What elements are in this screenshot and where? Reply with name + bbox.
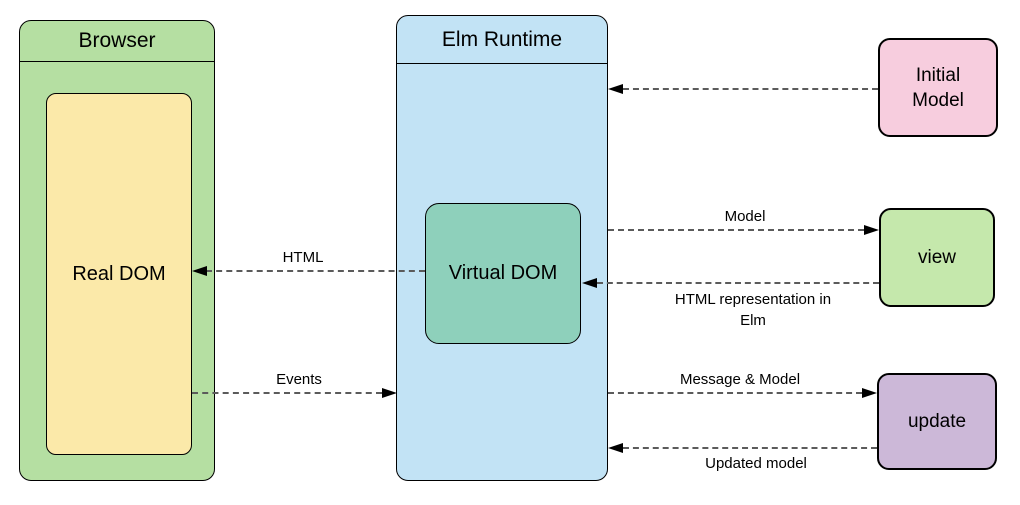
- real-dom-node: Real DOM: [46, 93, 192, 455]
- dashed-line: [192, 392, 382, 394]
- arrowhead-left-icon: [192, 266, 207, 276]
- arrowhead-right-icon: [864, 225, 879, 235]
- update-node: update: [877, 373, 997, 470]
- dashed-line: [608, 392, 862, 394]
- arrow-label-events: Events: [276, 371, 322, 388]
- arrowhead-left-icon: [582, 278, 597, 288]
- elm-runtime-title: Elm Runtime: [397, 16, 607, 64]
- real-dom-label: Real DOM: [72, 262, 166, 285]
- dashed-line: [597, 282, 879, 284]
- arrowhead-right-icon: [382, 388, 397, 398]
- arrowhead-right-icon: [862, 388, 877, 398]
- arrow-label-line2: Elm: [740, 312, 766, 329]
- update-label: update: [907, 410, 967, 432]
- virtual-dom-label: Virtual DOM: [448, 262, 558, 284]
- arrow-label-model: Model: [724, 208, 766, 225]
- arrowhead-left-icon: [608, 84, 623, 94]
- dashed-line: [608, 229, 864, 231]
- arrow-label-line1: HTML representation in: [674, 291, 832, 308]
- arrow-label-message-model: Message & Model: [679, 371, 801, 388]
- initial-model-label-line1: Initial: [915, 64, 961, 86]
- arrow-label-html-representation: HTML representation in Elm: [675, 289, 831, 331]
- arrowhead-left-icon: [608, 443, 623, 453]
- initial-model-label-line2: Model: [912, 89, 964, 111]
- arrow-label-updated-model: Updated model: [705, 455, 807, 472]
- view-node: view: [879, 208, 995, 307]
- virtual-dom-node: Virtual DOM: [425, 203, 581, 344]
- initial-model-node: Initial Model: [878, 38, 998, 137]
- dashed-line: [623, 88, 878, 90]
- dashed-line: [623, 447, 877, 449]
- browser-title: Browser: [20, 21, 214, 62]
- arrow-label-html: HTML: [282, 249, 324, 266]
- dashed-line: [206, 270, 425, 272]
- view-label: view: [917, 246, 956, 268]
